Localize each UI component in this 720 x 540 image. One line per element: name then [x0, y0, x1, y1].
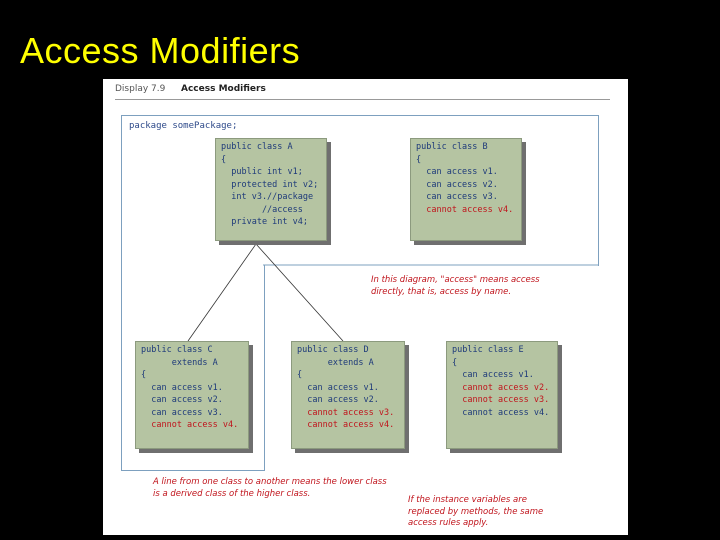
class-a-box: public class A { public int v1; protected… [215, 138, 327, 241]
class-b-line-5: can access v3. [416, 192, 498, 202]
class-c-line-1: public class C [141, 345, 213, 355]
class-c-line-7: cannot access v4. [141, 420, 239, 430]
note-access-line-1: In this diagram, "access" means access [371, 275, 540, 285]
class-a-line-4: protected int v2; [221, 179, 319, 190]
class-c-box: public class C extends A { can access v1.… [135, 341, 249, 449]
class-e-box: public class E { can access v1. cannot ac… [446, 341, 558, 449]
inheritance-lines [187, 243, 598, 342]
class-e-line-4: cannot access v2. [452, 382, 550, 393]
note-methods-line-1: If the instance variables are [408, 495, 527, 505]
class-c-line-4: can access v1. [141, 382, 223, 393]
class-d-box: public class D extends A { can access v1.… [291, 341, 405, 449]
class-c-line-6: can access v3. [141, 407, 223, 418]
note-line-line-2: is a derived class of the higher class. [153, 488, 311, 499]
class-d-line-7: cannot access v4. [297, 420, 395, 430]
class-d-line-5: can access v2. [297, 395, 379, 405]
class-a-line-1: public class A [221, 142, 293, 152]
package-frame-top [121, 115, 599, 266]
class-b-line-6: cannot access v4. [416, 204, 514, 215]
class-c-line-3: { [141, 370, 147, 380]
package-frame-bottom [121, 265, 265, 471]
class-a-line-5: int v3.//package [221, 192, 314, 202]
class-d-line-4: can access v1. [297, 382, 379, 393]
inheritance-line-a-d [255, 243, 344, 342]
class-b-line-4: can access v2. [416, 179, 498, 190]
class-d-line-3: { [297, 370, 303, 380]
class-e-line-5: cannot access v3. [452, 395, 550, 405]
display-divider [115, 99, 610, 100]
class-b-box: public class B { can access v1. can acces… [410, 138, 522, 241]
slide-title: Access Modifiers [20, 30, 301, 71]
package-declaration: package somePackage; [129, 121, 238, 131]
display-panel: Display 7.9 Access Modifiers package som… [103, 79, 628, 535]
class-d-line-6: cannot access v3. [297, 407, 395, 418]
class-b-line-3: can access v1. [416, 167, 498, 177]
class-d-line-1: public class D [297, 345, 369, 355]
class-a-line-3: public int v1; [221, 167, 303, 177]
class-e-line-2: { [452, 357, 458, 368]
display-number: Display 7.9 [115, 84, 166, 94]
note-methods-line-2: replaced by methods, the same [408, 506, 544, 517]
class-e-line-3: can access v1. [452, 370, 534, 380]
class-b-line-2: { [416, 154, 422, 165]
class-e-line-1: public class E [452, 345, 524, 355]
inheritance-line-a-c [187, 243, 257, 342]
display-title: Access Modifiers [181, 84, 266, 94]
note-line-line-1: A line from one class to another means t… [153, 477, 387, 487]
note-methods-line-3: access rules apply. [408, 518, 489, 528]
note-access-line-2: directly, that is, access by name. [371, 286, 512, 297]
note-derived-class: A line from one class to another means t… [153, 477, 387, 500]
class-a-line-2: { [221, 154, 227, 165]
class-a-line-6: //access [221, 204, 303, 215]
class-c-line-2: extends A [141, 357, 218, 368]
class-a-line-7: private int v4; [221, 217, 308, 227]
class-d-line-2: extends A [297, 357, 374, 368]
class-c-line-5: can access v2. [141, 395, 223, 405]
class-b-line-1: public class B [416, 142, 488, 152]
class-e-line-6: cannot access v4. [452, 407, 550, 418]
